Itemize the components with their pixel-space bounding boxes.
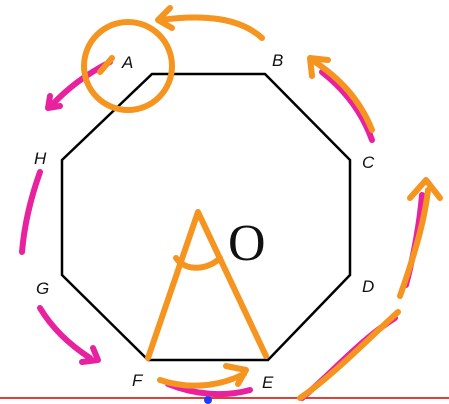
magenta-arrowhead-a-h [45,93,63,111]
orange-circle-around-a [81,19,175,113]
vertex-label-a: A [121,53,133,72]
vertex-label-h: H [34,149,47,168]
vertex-label-g: G [36,279,49,298]
vertex-label-e: E [262,373,274,392]
vertex-label-f: F [132,371,144,390]
vertex-label-b: B [272,51,283,70]
orange-arc-b-a [157,14,265,41]
magenta-arrowhead-g-f [79,345,101,365]
orange-rotation-arrows [81,5,443,401]
center-label-o: O [228,215,266,272]
orange-angle-lines [145,209,269,361]
octagon-shape [60,72,352,362]
orange-angle-arc [173,255,223,271]
orange-arc-c-b [309,57,375,133]
vertex-label-c: C [362,153,375,172]
magenta-arc-h-g [19,169,43,255]
baseline-dot [204,396,212,404]
magenta-arc-g-f [37,305,93,361]
orange-arc-f-e [157,371,247,389]
orange-arc-e-d [297,309,401,401]
orange-tick-a [97,55,115,75]
orange-arc-d-c [397,187,431,299]
orange-arrowhead-f-e [223,363,249,387]
orange-arrowhead-c-b [307,55,331,79]
vertex-label-d: D [362,277,374,296]
orange-arrowhead-b-a [155,5,175,31]
magenta-arc-c-b [319,69,375,143]
orange-arrowhead-d-c [407,177,443,201]
